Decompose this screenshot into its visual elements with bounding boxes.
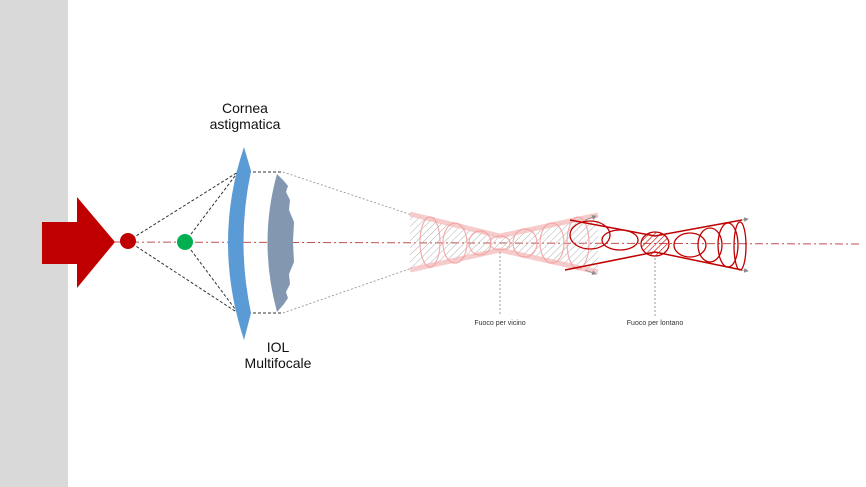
near-focus-region — [409, 211, 599, 275]
far-focus-label: Fuoco per lontano — [626, 320, 684, 327]
guide-rays — [282, 171, 413, 314]
iol-lens — [267, 174, 294, 312]
cornea-label: Cornea astigmatica — [180, 100, 310, 132]
cornea-label-line1: Cornea — [222, 100, 268, 116]
near-focus-label: Fuoco per vicino — [474, 320, 526, 327]
far-focus-region — [564, 215, 749, 275]
red-arrow-icon — [42, 197, 115, 288]
iol-label-line1: IOL — [266, 339, 290, 355]
iol-label: IOL Multifocale — [215, 339, 341, 371]
red-dot-icon — [120, 233, 136, 249]
green-dot-icon — [177, 234, 193, 250]
cornea-label-line2: astigmatica — [209, 116, 281, 133]
cornea-lens — [228, 147, 251, 340]
iol-label-line2: Multifocale — [244, 355, 312, 372]
